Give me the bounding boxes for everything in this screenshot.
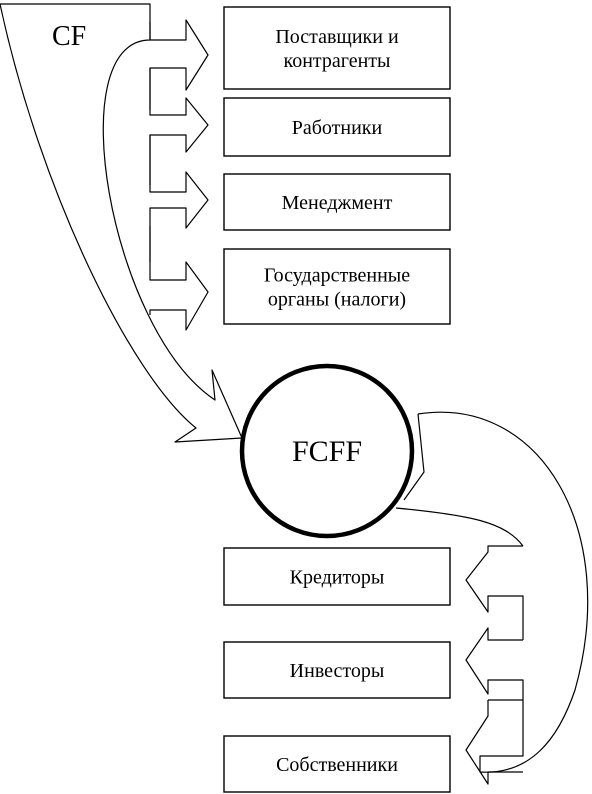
- outflow-arrow-taxes: [149, 226, 209, 331]
- investors-box: Инвесторы: [223, 641, 451, 699]
- suppliers-label-line: Поставщики и: [275, 26, 399, 48]
- investors-label-line: Инвесторы: [290, 660, 385, 682]
- government-box-frame: [223, 248, 451, 325]
- fcff-circle: [239, 363, 415, 539]
- creditors-box: Кредиторы: [223, 547, 451, 606]
- suppliers-label-line: контрагенты: [284, 50, 391, 72]
- employees-box-frame: [223, 97, 451, 157]
- outflow-arrow-employees: [149, 68, 209, 185]
- employees-box: Работники: [223, 97, 451, 157]
- investors-box-frame: [223, 641, 451, 699]
- creditors-box-frame: [223, 547, 451, 606]
- fcff-return-inner: [395, 507, 524, 547]
- fcff-return-stream: [417, 411, 589, 773]
- management-box-frame: [223, 173, 451, 231]
- suppliers-box-frame: [223, 6, 451, 90]
- inflow-arrow-creditors: [465, 545, 524, 640]
- owners-box: Собственники: [223, 735, 451, 793]
- owners-box-frame: [223, 735, 451, 793]
- government-label-line: органы (налоги): [268, 289, 406, 311]
- creditors-label-line: Кредиторы: [290, 567, 385, 589]
- outflow-arrow-management: [149, 135, 209, 262]
- outflow-arrow-suppliers: [149, 19, 209, 110]
- inflow-arrow-owners: [465, 700, 523, 785]
- recipient-inflow-arrows: [465, 545, 524, 785]
- owners-label-line: Собственники: [276, 754, 398, 776]
- outflow-boxes: Поставщики иконтрагентыРаботникиМенеджме…: [223, 6, 451, 325]
- cf-outflow-arrows: [149, 19, 209, 331]
- inflow-arrow-investors: [465, 627, 524, 700]
- fcff-return-mouth: [403, 413, 425, 501]
- government-label-line: Государственные: [264, 265, 410, 287]
- management-label-line: Менеджмент: [282, 192, 393, 214]
- management-box: Менеджмент: [223, 173, 451, 231]
- fcff-label: FCFF: [292, 435, 362, 468]
- cf-label: CF: [52, 21, 86, 52]
- cf-flow-arrow: [0, 3, 243, 443]
- employees-label-line: Работники: [292, 117, 383, 139]
